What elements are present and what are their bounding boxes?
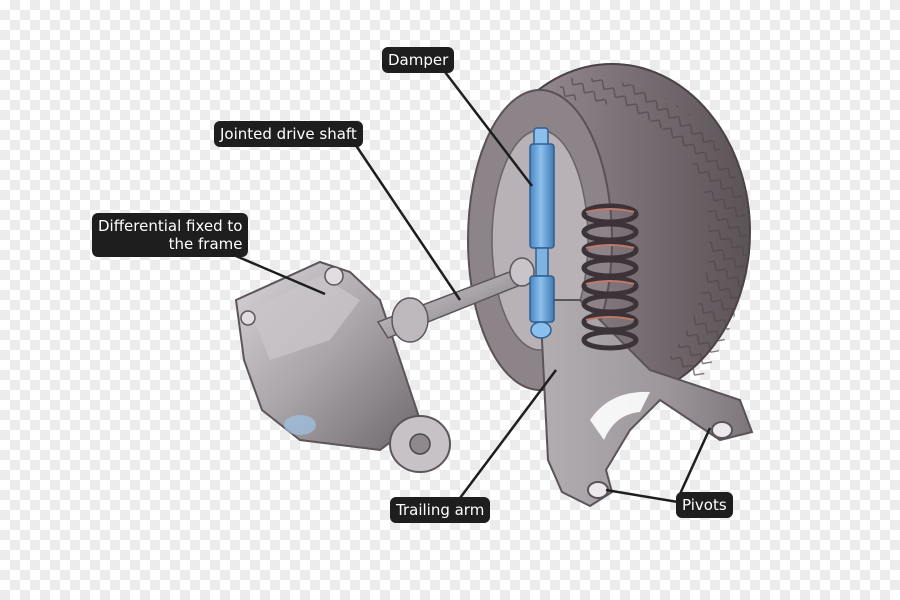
differential-leader xyxy=(235,254,326,296)
damper-leader xyxy=(444,71,533,187)
drive-shaft xyxy=(376,257,535,343)
mount-bolt xyxy=(324,266,344,286)
damper-label: Damper xyxy=(382,47,455,73)
arm-cutout xyxy=(590,391,650,440)
cv-joint xyxy=(391,297,429,343)
damper-body xyxy=(529,143,555,249)
differential-label-line1: Differential fixed to xyxy=(98,217,243,235)
differential xyxy=(234,260,451,473)
trailing-arm xyxy=(538,299,754,508)
differential-highlight xyxy=(250,276,360,360)
mount-bolt xyxy=(240,310,256,326)
leader-lines xyxy=(235,71,712,504)
trailing-arm-label: Trailing arm xyxy=(390,497,491,523)
drive-shaft-label: Jointed drive shaft xyxy=(214,121,363,147)
spring-coil xyxy=(581,329,639,351)
pivot-leader xyxy=(678,427,712,495)
pivot-bushing xyxy=(587,481,609,499)
damper-lower xyxy=(529,275,555,323)
arm-body xyxy=(538,299,754,508)
differential-label: Differential fixed to the frame xyxy=(92,213,249,257)
damper-rod xyxy=(535,247,549,277)
tyre-tread xyxy=(560,77,748,381)
damper-bottom-eye xyxy=(530,321,552,339)
reflection xyxy=(284,415,316,435)
coil-spring-highlight xyxy=(585,208,635,321)
pivot-leader xyxy=(605,488,679,504)
pivots-label: Pivots xyxy=(676,492,733,518)
trailing-arm-leader xyxy=(459,369,557,499)
flange-center xyxy=(409,433,431,455)
differential-label-line2: the frame xyxy=(168,235,243,253)
cv-joint xyxy=(509,257,535,287)
damper xyxy=(529,127,555,339)
drive-shaft-leader xyxy=(353,143,462,301)
coil-spring xyxy=(581,203,639,351)
pivot-bushing xyxy=(711,421,733,439)
